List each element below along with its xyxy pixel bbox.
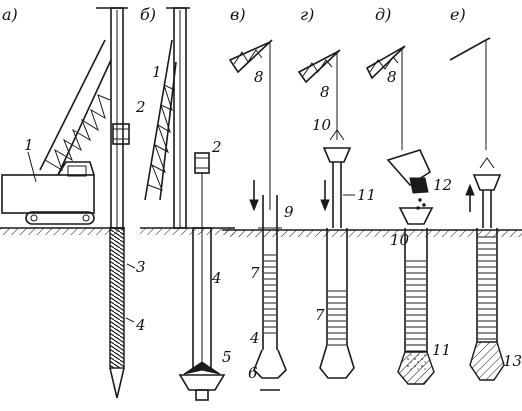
callout-2-rotor: 2 — [135, 98, 146, 116]
panel-b-drilling-with-bucket — [144, 7, 226, 401]
callout-4-rod-b: 4 — [211, 269, 222, 287]
callout-9-collar: 9 — [284, 203, 294, 221]
callout-10-hopper-g: 10 — [312, 116, 332, 134]
panel-d-concrete-feed — [365, 45, 435, 385]
callout-8-jib-d: 8 — [387, 68, 397, 86]
expander-tool — [178, 361, 226, 401]
concrete-bucket-12 — [386, 149, 432, 210]
callout-2-rotor-b: 2 — [211, 138, 222, 156]
panel-v-installing-reinforcement — [228, 39, 287, 391]
callout-numbers: 1 2 3 4 1 2 4 5 8 9 7 4 6 8 10 11 7 8 12… — [24, 63, 522, 382]
callout-8-jib-g: 8 — [320, 83, 330, 101]
panel-label-b: б) — [140, 5, 156, 24]
callout-11-tremie-g: 11 — [357, 186, 376, 204]
panel-labels: а) б) в) г) д) е) — [2, 5, 466, 24]
callout-1-boom: 1 — [152, 63, 162, 81]
callout-6-base: 6 — [248, 364, 258, 382]
crane-jib-8 — [228, 39, 273, 74]
panel-e-finished-pile — [449, 37, 505, 381]
panel-label-a: а) — [2, 5, 18, 24]
callout-8-jib-v: 8 — [254, 68, 264, 86]
panel-g-concreting-tremie — [297, 49, 355, 379]
panel-a-drilling-rig — [1, 7, 136, 399]
callout-10-hopper-d: 10 — [390, 231, 410, 249]
callout-3-auger: 3 — [136, 258, 146, 276]
crane-jib-8 — [365, 45, 406, 80]
callout-13-pile: 13 — [503, 352, 522, 370]
hopper-10 — [322, 129, 352, 163]
crane-jib-8 — [297, 49, 341, 84]
callout-7-cage-g: 7 — [315, 306, 325, 324]
panel-label-e: е) — [450, 5, 466, 24]
callout-4-auger: 4 — [135, 316, 146, 334]
panel-label-g: г) — [300, 5, 314, 24]
panel-label-d: д) — [375, 5, 391, 24]
callout-4-casing-v: 4 — [249, 329, 260, 347]
callout-12-bucket: 12 — [433, 176, 452, 194]
hopper-top — [472, 157, 502, 191]
crane-cab — [1, 161, 95, 214]
callout-7-cage-v: 7 — [250, 264, 260, 282]
callout-5-expander: 5 — [222, 348, 232, 366]
callout-11-tremie-d: 11 — [432, 341, 451, 359]
ground-surface — [0, 227, 522, 237]
callout-1-rig: 1 — [24, 136, 34, 154]
hopper-10 — [398, 207, 434, 225]
panel-label-v: в) — [230, 5, 246, 24]
